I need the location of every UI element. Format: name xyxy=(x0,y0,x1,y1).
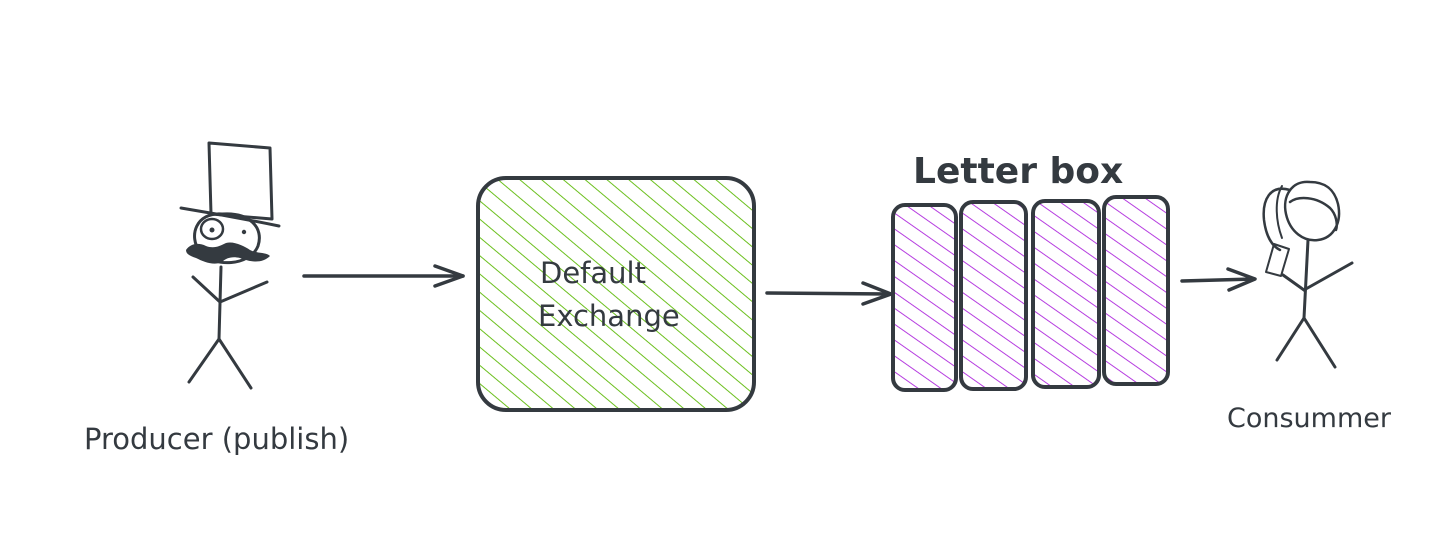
consumer-figure xyxy=(1262,180,1354,369)
queue-slot xyxy=(891,203,958,392)
arrow-producer-to-exchange xyxy=(302,264,465,288)
queue-slot xyxy=(1031,199,1101,389)
phone-icon xyxy=(1265,243,1290,277)
mustache-icon xyxy=(186,242,270,264)
producer-head-icon xyxy=(186,212,270,265)
producer-body-icon xyxy=(187,265,269,390)
queue-slot xyxy=(959,200,1028,391)
consumer-body-icon xyxy=(1275,238,1354,369)
producer-label: Producer (publish) xyxy=(84,422,349,456)
producer-figure xyxy=(179,141,281,390)
exchange-label-line2: Exchange xyxy=(538,299,680,333)
arrow-queue-to-consumer xyxy=(1180,267,1257,292)
exchange-box: Default Exchange xyxy=(476,176,756,412)
arrow-exchange-to-queue xyxy=(765,281,893,306)
queue-title: Letter box xyxy=(913,151,1123,192)
top-hat-icon xyxy=(179,141,281,228)
consumer-head-icon xyxy=(1262,180,1341,252)
consumer-label: Consummer xyxy=(1227,403,1392,434)
queue-slot xyxy=(1102,195,1170,386)
monocle-icon xyxy=(199,217,225,241)
exchange-label-line1: Default xyxy=(540,256,646,290)
queue-slots xyxy=(891,195,1170,392)
